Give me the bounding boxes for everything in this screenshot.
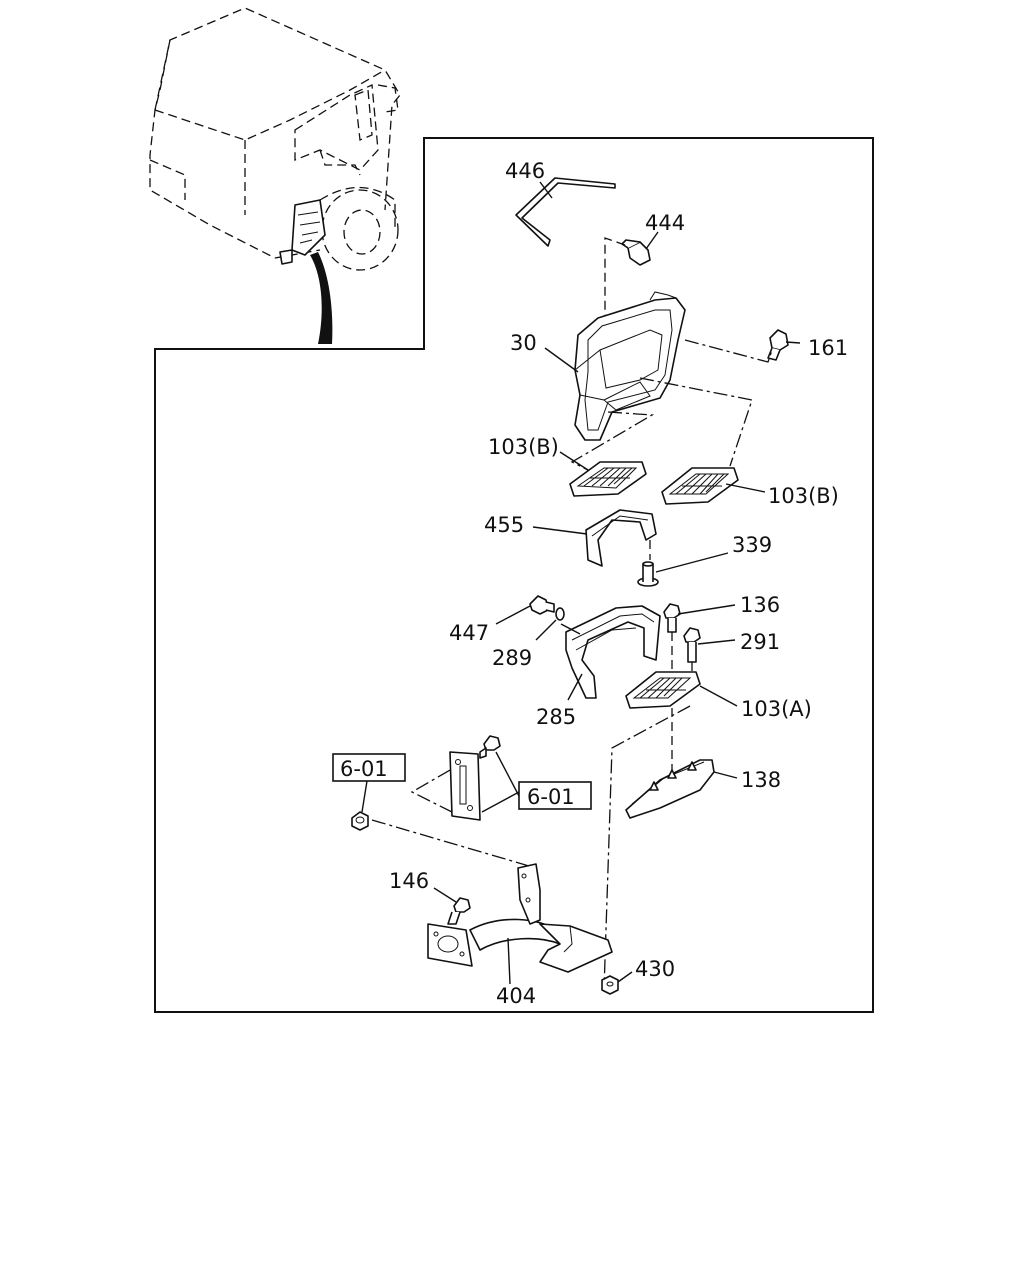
callout-103a: 103(A) bbox=[741, 697, 812, 721]
part-103a-tread bbox=[625, 671, 738, 709]
callout-30: 30 bbox=[510, 331, 537, 355]
part-30-step-bracket bbox=[544, 291, 686, 441]
callout-146: 146 bbox=[389, 869, 429, 893]
part-444-bolt bbox=[604, 231, 659, 330]
callout-430: 430 bbox=[635, 957, 675, 981]
callout-285: 285 bbox=[536, 705, 576, 729]
part-289-washer bbox=[535, 607, 565, 641]
ref-box-left bbox=[332, 753, 406, 782]
leader-nut-to-404 bbox=[371, 819, 537, 869]
callout-446: 446 bbox=[505, 159, 545, 183]
callout-455: 455 bbox=[484, 513, 524, 537]
plate-bolt bbox=[479, 735, 501, 759]
callout-447: 447 bbox=[449, 621, 489, 645]
callout-103b-left: 103(B) bbox=[488, 435, 559, 459]
ref-box-left-label: 6-01 bbox=[340, 757, 388, 781]
part-103b-right-tread bbox=[661, 467, 766, 505]
callout-136: 136 bbox=[740, 593, 780, 617]
truck-cab-location-view bbox=[149, 7, 401, 344]
part-447-bolt bbox=[495, 595, 555, 625]
part-146-bolt bbox=[433, 887, 471, 925]
leader-103a-to-430 bbox=[603, 705, 691, 991]
leader-30-to-103b-right bbox=[639, 377, 753, 467]
part-103b-left-tread bbox=[569, 461, 647, 497]
callout-444: 444 bbox=[645, 211, 685, 235]
diagram-frame bbox=[154, 137, 874, 1013]
callout-138: 138 bbox=[741, 768, 781, 792]
part-161-screw bbox=[684, 329, 801, 363]
callout-103b-right: 103(B) bbox=[768, 484, 839, 508]
reinforcement-plate bbox=[449, 751, 481, 821]
part-339-pin bbox=[637, 552, 729, 587]
callout-161: 161 bbox=[808, 336, 848, 360]
callout-404: 404 bbox=[496, 984, 536, 1008]
leader-plate-to-nut bbox=[410, 769, 453, 813]
part-138-cover bbox=[625, 759, 738, 819]
ref-box-right-group: 6-01 bbox=[481, 751, 592, 813]
callout-291: 291 bbox=[740, 630, 780, 654]
leader-103b-left bbox=[559, 451, 589, 471]
callout-289: 289 bbox=[492, 646, 532, 670]
part-446-rod bbox=[515, 177, 616, 247]
callout-339: 339 bbox=[732, 533, 772, 557]
part-404-step-frame bbox=[427, 863, 613, 985]
part-430-nut bbox=[601, 971, 633, 995]
part-455-bracket bbox=[532, 509, 657, 567]
part-136-bolt bbox=[663, 603, 736, 633]
part-291-bolt bbox=[683, 627, 736, 663]
part-285-stay bbox=[560, 605, 661, 701]
ref-box-right-label: 6-01 bbox=[527, 785, 575, 809]
ref-box-left-group: 6-01 bbox=[332, 753, 406, 813]
nut-fastener bbox=[351, 811, 369, 831]
